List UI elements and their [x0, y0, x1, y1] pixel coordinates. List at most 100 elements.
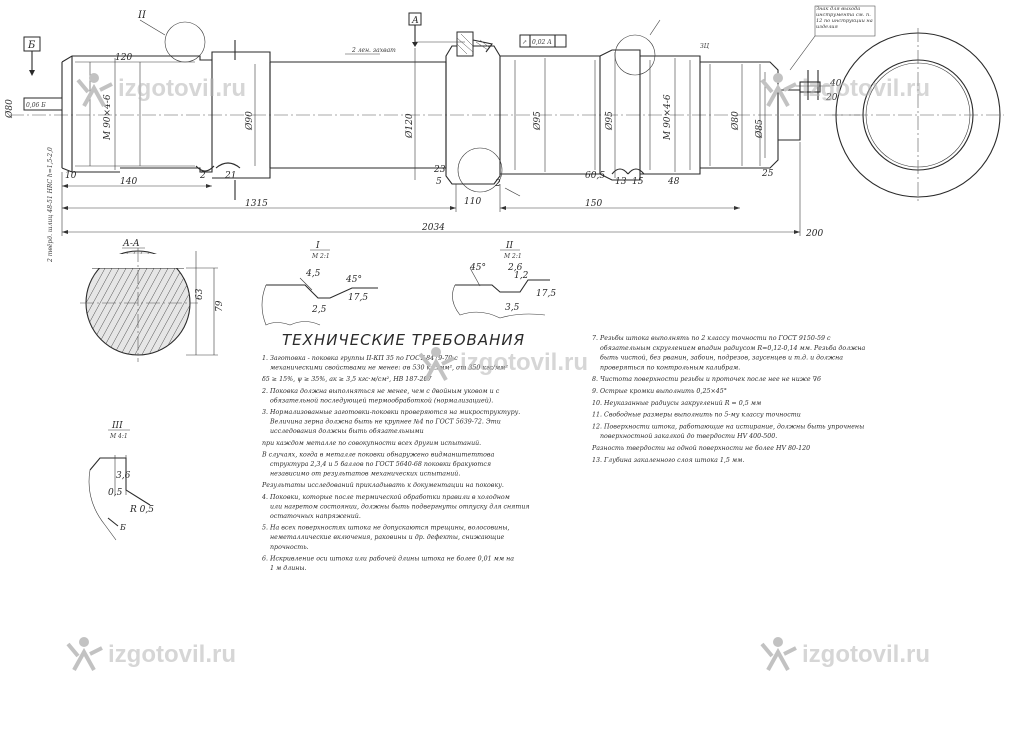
svg-text:II: II	[137, 10, 147, 21]
svg-text:110: 110	[464, 197, 481, 207]
tolerance-frame-left: 0,06 Б	[23, 97, 63, 111]
requirement-left-item: 5. На всех поверхностях штока не допуска…	[262, 525, 510, 551]
requirements-title: ТЕХНИЧЕСКИЕ ТРЕБОВАНИЯ	[282, 331, 525, 349]
svg-text:2: 2	[494, 179, 501, 189]
svg-text:140: 140	[120, 177, 137, 187]
section-aa-label: А-А	[122, 239, 140, 249]
svg-text:13: 13	[615, 177, 627, 187]
section-aa: А-А 79 63	[80, 239, 225, 362]
svg-text:5: 5	[436, 177, 442, 187]
svg-text:25: 25	[761, 169, 774, 179]
requirement-left-item: при каждом металле по совокупности всех …	[262, 440, 481, 447]
svg-text:17,5: 17,5	[348, 293, 368, 303]
svg-text:Б: Б	[119, 523, 126, 532]
svg-text:↗: ↗	[522, 39, 527, 46]
svg-text:40: 40	[829, 79, 842, 89]
watermark-logo-icon	[760, 637, 797, 671]
svg-text:izgotovil.ru: izgotovil.ru	[108, 641, 236, 668]
svg-text:2,6: 2,6	[507, 263, 523, 273]
svg-text:1315: 1315	[245, 199, 268, 209]
section-mark-i	[649, 19, 661, 36]
watermark-center: izgotovil.ru	[418, 347, 588, 381]
requirement-left-item: δ5 ≥ 15%, ψ ≥ 35%, aк ≥ 3,5 кгс·м/см², Н…	[262, 376, 431, 383]
svg-text:200: 200	[805, 229, 823, 239]
watermark-top-left: izgotovil.ru	[76, 73, 246, 107]
watermark-logo-icon	[76, 73, 113, 107]
section-mark-iii	[504, 187, 521, 197]
end-view	[832, 28, 1004, 202]
dimension-chains: 140 1315 150 2034 200 10 2 21 23 5 110 2…	[61, 53, 842, 239]
diameter-labels: Ø80 M 90×4-6 Ø90 Ø120 Ø95 Ø95 M 90×4-6 Ø…	[4, 94, 765, 141]
watermark-top-right: izgotovil.ru	[760, 73, 930, 107]
watermark-logo-icon	[418, 347, 455, 381]
watermark-logo-icon	[760, 73, 797, 107]
requirement-left-item: 4. Поковки, которые после термической об…	[261, 494, 530, 520]
detail-iii-label: III	[111, 421, 123, 431]
svg-text:2,5: 2,5	[311, 305, 327, 315]
svg-text:M 90×4-6: M 90×4-6	[103, 94, 113, 141]
tolerance-frame-top: ↗ 0,02 А	[519, 34, 567, 48]
svg-text:0,02 А: 0,02 А	[532, 39, 552, 46]
svg-text:Ø95: Ø95	[532, 111, 543, 131]
requirement-right-item: 7. Резьбы штока выполнять по 2 классу то…	[592, 335, 866, 371]
svg-text:10: 10	[65, 171, 77, 181]
datum-b-label: Б	[27, 40, 36, 51]
requirement-left-item: 2. Поковка должна выполняться не менее, …	[261, 388, 500, 405]
section-mark-ii: А-А II	[137, 10, 166, 36]
requirements-right-column: 7. Резьбы штока выполнять по 2 классу то…	[591, 335, 866, 464]
requirement-right-item: 10. Неуказанные радиусы закруглений R = …	[592, 400, 761, 407]
svg-text:1,2: 1,2	[514, 271, 529, 281]
flank-note: ЗЦ	[700, 43, 710, 50]
svg-text:izgotovil.ru: izgotovil.ru	[118, 75, 246, 102]
svg-text:63: 63	[195, 288, 205, 300]
svg-text:3,5: 3,5	[505, 303, 520, 313]
svg-text:79: 79	[215, 300, 225, 312]
svg-text:Ø85: Ø85	[754, 119, 765, 139]
svg-text:20: 20	[825, 93, 838, 103]
svg-text:17,5: 17,5	[536, 289, 556, 299]
svg-text:60,5: 60,5	[585, 171, 605, 181]
svg-text:45°: 45°	[345, 275, 362, 285]
svg-text:23: 23	[433, 165, 446, 175]
svg-text:4,5: 4,5	[305, 269, 321, 279]
watermark-bottom-right: izgotovil.ru	[760, 637, 930, 671]
svg-text:Ø90: Ø90	[244, 111, 255, 131]
detail-circle-iii-main	[457, 147, 503, 193]
svg-text:2: 2	[199, 171, 206, 181]
svg-text:R 0,5: R 0,5	[129, 505, 154, 515]
detail-ii-label: II	[505, 241, 514, 251]
svg-text:izgotovil.ru: izgotovil.ru	[460, 349, 588, 376]
requirement-right-item: 8. Чистота поверхности резьбы и проточек…	[592, 376, 821, 383]
detail-circle-i-main	[614, 34, 656, 76]
svg-text:3,6: 3,6	[116, 471, 131, 481]
requirement-left-item: Результаты исследований прикладывать к д…	[261, 482, 504, 489]
shaft-main-view	[10, 31, 860, 185]
svg-text:21: 21	[224, 171, 236, 181]
svg-text:izgotovil.ru: izgotovil.ru	[802, 641, 930, 668]
requirement-right-item: 11. Свободные размеры выполнить по 5-му …	[592, 412, 801, 419]
watermark-logo-icon	[66, 637, 103, 671]
svg-text:Ø80: Ø80	[4, 99, 15, 119]
top-right-note-box: Знак для выхода инструмента см. п. 12 по…	[789, 5, 876, 71]
svg-text:150: 150	[585, 199, 602, 209]
requirement-left-item: 3. Нормализованные заготовки-поковки про…	[262, 409, 520, 435]
watermarks: izgotovil.ru izgotovil.ru izgotovil.ru i…	[66, 73, 930, 671]
requirement-left-item: В случаях, когда в металле поковки обнар…	[261, 451, 495, 477]
svg-text:М 2:1: М 2:1	[503, 253, 522, 260]
svg-text:izgotovil.ru: izgotovil.ru	[802, 75, 930, 102]
svg-text:M 90×4-6: M 90×4-6	[663, 94, 673, 141]
requirement-right-item: Разность твердости на одной поверхности …	[591, 445, 810, 452]
svg-text:Ø120: Ø120	[404, 113, 415, 139]
technical-requirements: ТЕХНИЧЕСКИЕ ТРЕБОВАНИЯ 1. Заготовка - по…	[261, 331, 866, 572]
svg-text:48: 48	[667, 177, 680, 187]
requirement-left-item: 1. Заготовка - поковка группы ІІ-КП 35 п…	[262, 355, 508, 372]
watermark-bottom-left: izgotovil.ru	[66, 637, 236, 671]
svg-text:0,06 Б: 0,06 Б	[26, 102, 46, 109]
svg-text:45°: 45°	[469, 263, 486, 273]
requirement-right-item: 13. Глубина закаленного слоя штока 1,5 м…	[592, 457, 744, 464]
detail-i: I М 2:1 4,5 45° 17,5 2,5	[261, 241, 378, 326]
svg-text:2034: 2034	[421, 223, 445, 233]
svg-text:120: 120	[115, 53, 132, 63]
